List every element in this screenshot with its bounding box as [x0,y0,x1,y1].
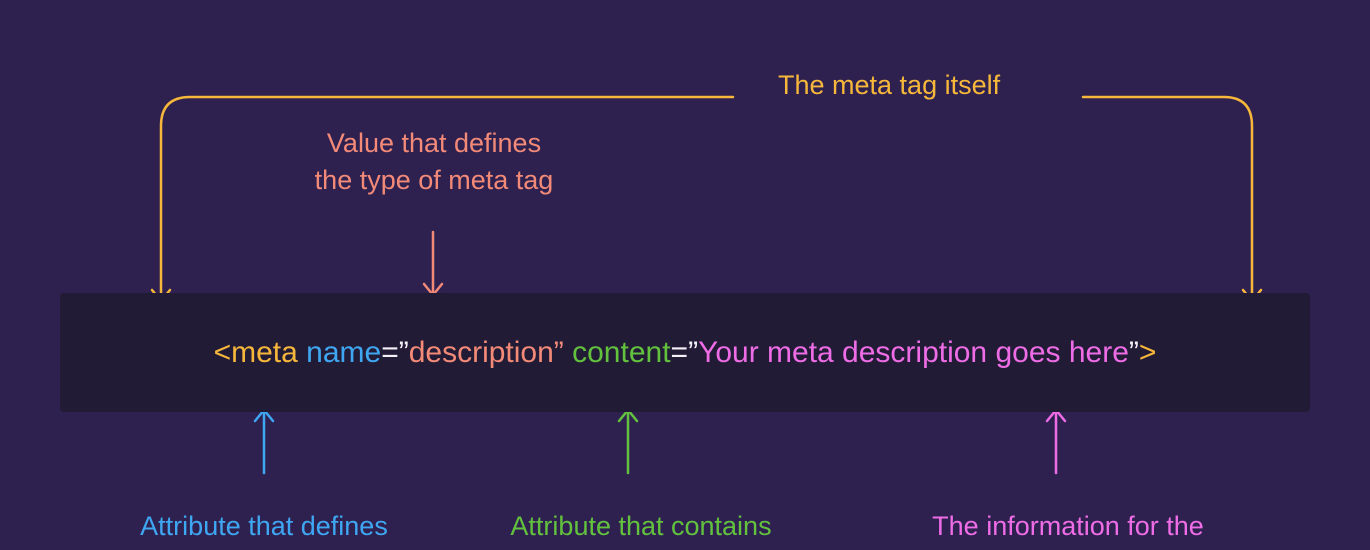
type-value-arrow-down-icon [422,230,444,297]
type-value-label-line2: the type of meta tag [314,165,554,195]
name-attribute-arrow-up-icon [253,408,275,475]
name-attribute-label: Attribute that defines [140,511,388,541]
code-open-tag: <meta [213,336,298,369]
meta-tag-code: <meta name=”description” content=”Your m… [60,293,1310,412]
code-content-attribute: content [572,336,671,369]
code-content-value: Your meta description goes here [698,336,1129,369]
code-block: <meta name=”description” content=”Your m… [60,293,1310,412]
code-close-tag: > [1138,336,1157,369]
meta-tag-itself-label: The meta tag itself [778,70,1001,100]
content-attribute-arrow-up-icon [617,408,639,475]
code-equals-quote: =” [670,336,699,369]
type-value-label-line1: Value that defines [326,128,542,158]
code-name-value: description [408,336,554,369]
code-close-quote: ” [553,336,564,369]
code-name-attribute: name [306,336,382,369]
code-close-quote: ” [1128,336,1139,369]
content-attribute-label: Attribute that contains [510,511,772,541]
bracket-right-line [1081,95,1254,302]
information-arrow-up-icon [1045,408,1067,475]
bracket-left-line [159,95,735,302]
information-label: The information for the [932,511,1204,541]
code-equals-quote: =” [381,336,409,369]
